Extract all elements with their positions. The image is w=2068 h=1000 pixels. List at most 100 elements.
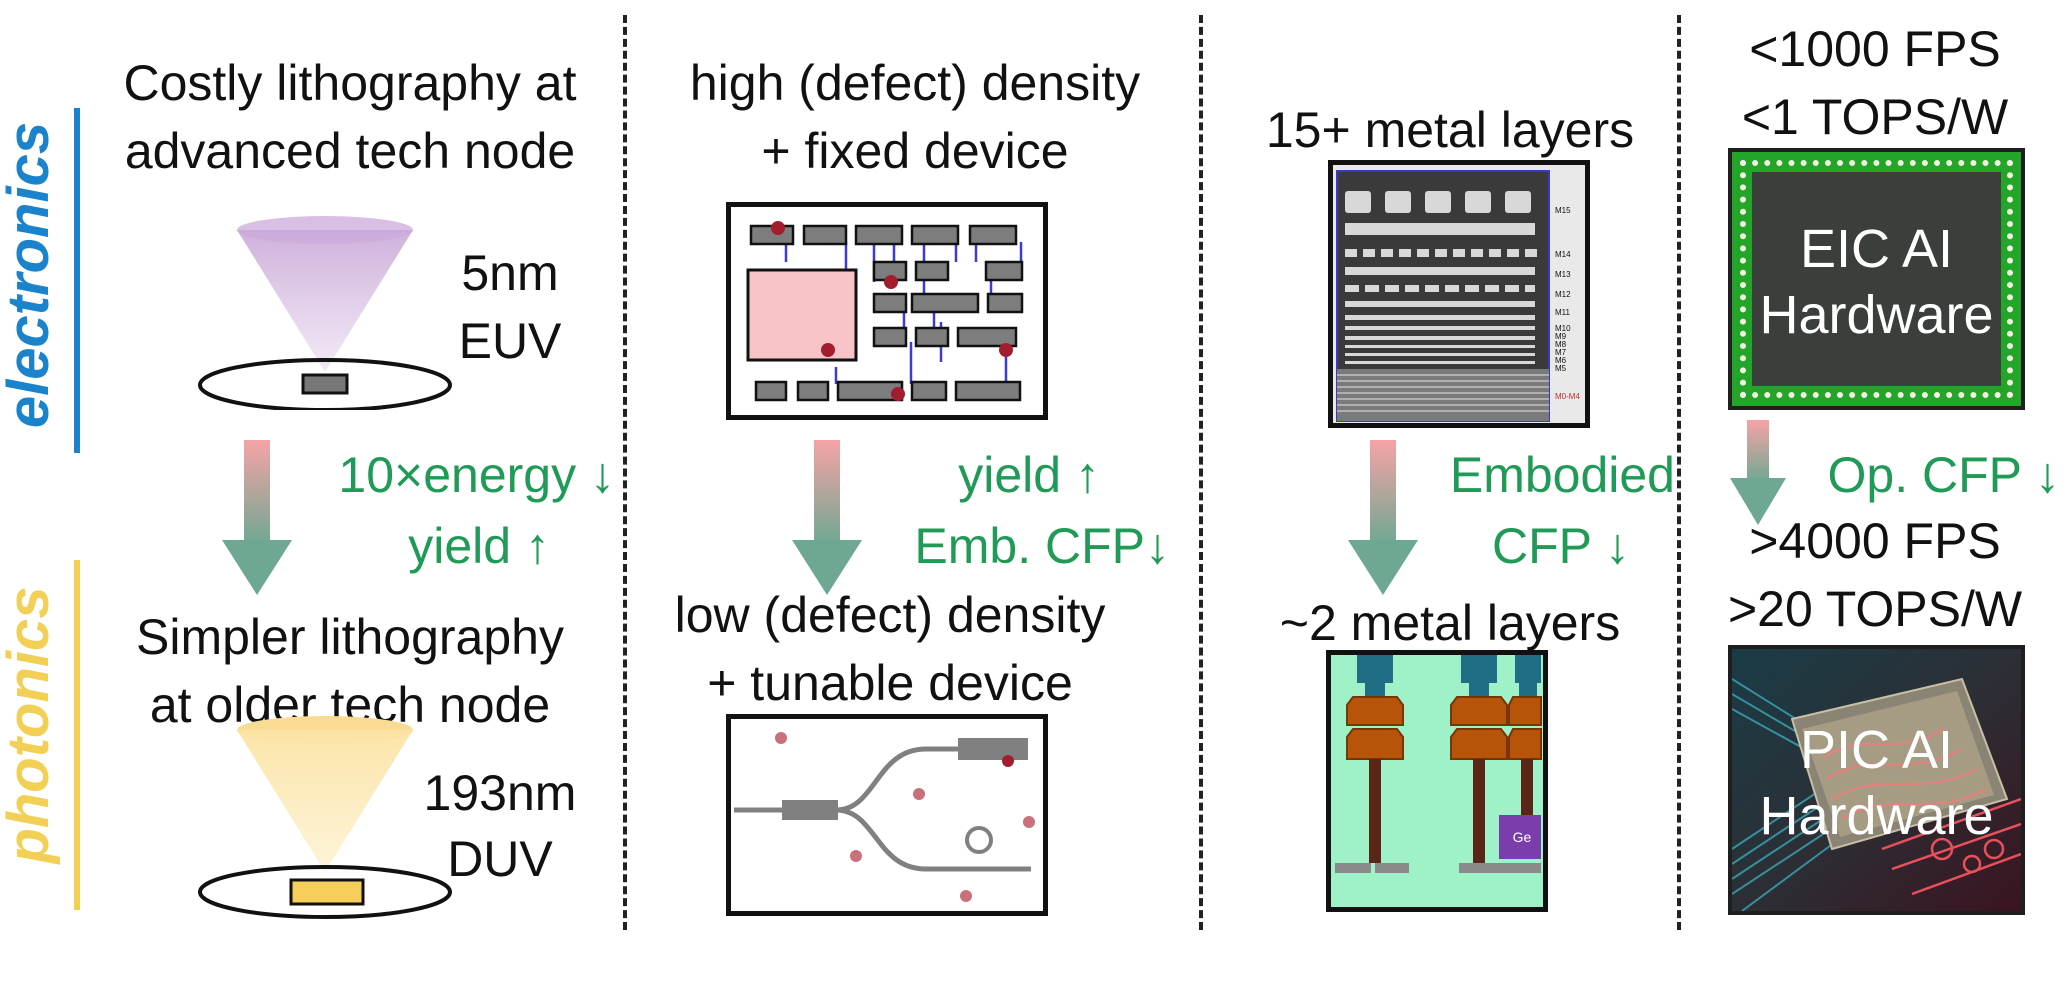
- metal-label-m13: M13: [1555, 270, 1571, 279]
- col3-embodied-text: Embodied: [1449, 447, 1675, 503]
- electronic-layout-diagram: [726, 202, 1048, 420]
- col4-top-line2: <1 TOPS/W: [1741, 89, 2009, 145]
- pic-label-line2: Hardware: [1759, 786, 1994, 846]
- metal-label-m7: M7: [1555, 348, 1567, 357]
- metal-stack-cross-section: M15 M14 M13 M12 M11 M10 M9 M8 M7 M6 M5 M…: [1328, 160, 1590, 428]
- gate-block: [872, 326, 908, 348]
- gate-block: [854, 224, 904, 246]
- metal-label-m6: M6: [1555, 356, 1567, 365]
- divider-1: [623, 15, 627, 930]
- ge-block: [1499, 815, 1541, 859]
- metal-label-m14: M14: [1555, 250, 1571, 259]
- col3-down-arrow: [1348, 440, 1418, 595]
- phase-shifter: [782, 800, 838, 820]
- col2-top-line2: + fixed device: [761, 123, 1069, 179]
- col4-bottom-line1: >4000 FPS: [1749, 513, 2001, 569]
- eic-label-line2: Hardware: [1759, 285, 1994, 345]
- col1-yield-text: yield ↑: [408, 518, 550, 574]
- gate-block: [910, 224, 960, 246]
- col2-top-line1: high (defect) density: [689, 55, 1141, 111]
- gate-block: [872, 292, 908, 314]
- phase-shifter: [958, 738, 1028, 760]
- gate-block: [954, 380, 1022, 402]
- electronics-bar: [74, 108, 80, 453]
- defect-dot: [850, 850, 862, 862]
- photonic-metal-stack: Ge: [1326, 650, 1548, 912]
- wafer-outline: [198, 865, 452, 919]
- col1-energy-text: 10×energy ↓: [338, 447, 615, 503]
- defect-dot: [1023, 816, 1035, 828]
- col1-tool-duv: DUV: [447, 831, 553, 887]
- gate-block: [754, 380, 788, 402]
- die-block: [289, 878, 365, 906]
- gate-block: [956, 326, 1018, 348]
- col1-tool-euv: EUV: [458, 313, 562, 369]
- photonic-layout-diagram: [726, 714, 1048, 916]
- defect-dot: [913, 788, 925, 800]
- col2-yield-text: yield ↑: [958, 447, 1100, 503]
- gate-block: [968, 224, 1018, 246]
- defect-dot: [884, 275, 898, 289]
- col1-top-line1: Costly lithography at: [123, 55, 577, 111]
- col3-bottom-title: ~2 metal layers: [1279, 595, 1621, 651]
- duv-cone: [237, 730, 413, 872]
- col4-down-arrow: [1730, 420, 1786, 525]
- euv-lithography-diagram: [198, 216, 452, 410]
- col1-node-193nm: 193nm: [423, 765, 577, 821]
- gate-block: [984, 260, 1024, 282]
- pic-label-line1: PIC AI: [1799, 720, 1954, 780]
- metal-label-m5: M5: [1555, 364, 1567, 373]
- gate-block: [910, 292, 980, 314]
- duv-lithography-diagram: [198, 716, 452, 919]
- defect-dot: [771, 221, 785, 235]
- defect-dot: [999, 343, 1013, 357]
- electronics-label: electronics: [0, 121, 61, 429]
- defect-dot: [1002, 755, 1014, 767]
- wafer-outline: [198, 358, 452, 410]
- gate-block: [802, 224, 848, 246]
- col4-op-cfp-text: Op. CFP ↓: [1827, 447, 2060, 503]
- col3-cfp-text: CFP ↓: [1492, 518, 1630, 574]
- metal-label-m0-m4: M0-M4: [1555, 392, 1580, 401]
- col1-down-arrow: [222, 440, 292, 595]
- eic-chip: EIC AI Hardware: [1728, 148, 2025, 410]
- metal-label-m9: M9: [1555, 332, 1567, 341]
- gate-block: [796, 380, 830, 402]
- col1-top-line2: advanced tech node: [124, 123, 576, 179]
- eic-label-line1: EIC AI: [1799, 219, 1954, 279]
- gate-block: [910, 380, 948, 402]
- memory-block: [746, 268, 858, 362]
- col3-top-title: 15+ metal layers: [1265, 102, 1635, 158]
- gate-block: [986, 292, 1024, 314]
- col2-bottom-line1: low (defect) density: [674, 587, 1106, 643]
- divider-2: [1199, 15, 1203, 930]
- ge-label: Ge: [1512, 829, 1532, 845]
- photonics-label: photonics: [0, 586, 61, 864]
- metal-label-m12: M12: [1555, 290, 1571, 299]
- eic-die: [1752, 172, 2001, 386]
- gate-block: [914, 326, 950, 348]
- euv-cone: [237, 230, 413, 372]
- col4-top-line1: <1000 FPS: [1749, 21, 2001, 77]
- metal-label-m15: M15: [1555, 206, 1571, 215]
- col2-down-arrow: [792, 440, 862, 595]
- chip-pins: [1740, 160, 2013, 398]
- col1-bottom-line1: Simpler lithography: [136, 609, 564, 665]
- defect-dot: [775, 732, 787, 744]
- divider-3: [1677, 15, 1681, 930]
- pic-chip: PIC AI Hardware: [1728, 645, 2025, 915]
- col1-node-5nm: 5nm: [461, 245, 559, 301]
- gate-block: [914, 260, 950, 282]
- ring-resonator: [965, 826, 993, 854]
- defect-dot: [891, 387, 905, 401]
- photonics-bar: [74, 560, 80, 910]
- die-block: [301, 373, 349, 395]
- defect-dot: [821, 343, 835, 357]
- metal-label-m10: M10: [1555, 324, 1571, 333]
- col2-emb-cfp-text: Emb. CFP↓: [914, 518, 1170, 574]
- metal-label-m8: M8: [1555, 340, 1567, 349]
- defect-dot: [960, 890, 972, 902]
- metal-label-m11: M11: [1555, 308, 1570, 317]
- col2-bottom-line2: + tunable device: [707, 655, 1073, 711]
- col4-bottom-line2: >20 TOPS/W: [1727, 581, 2023, 637]
